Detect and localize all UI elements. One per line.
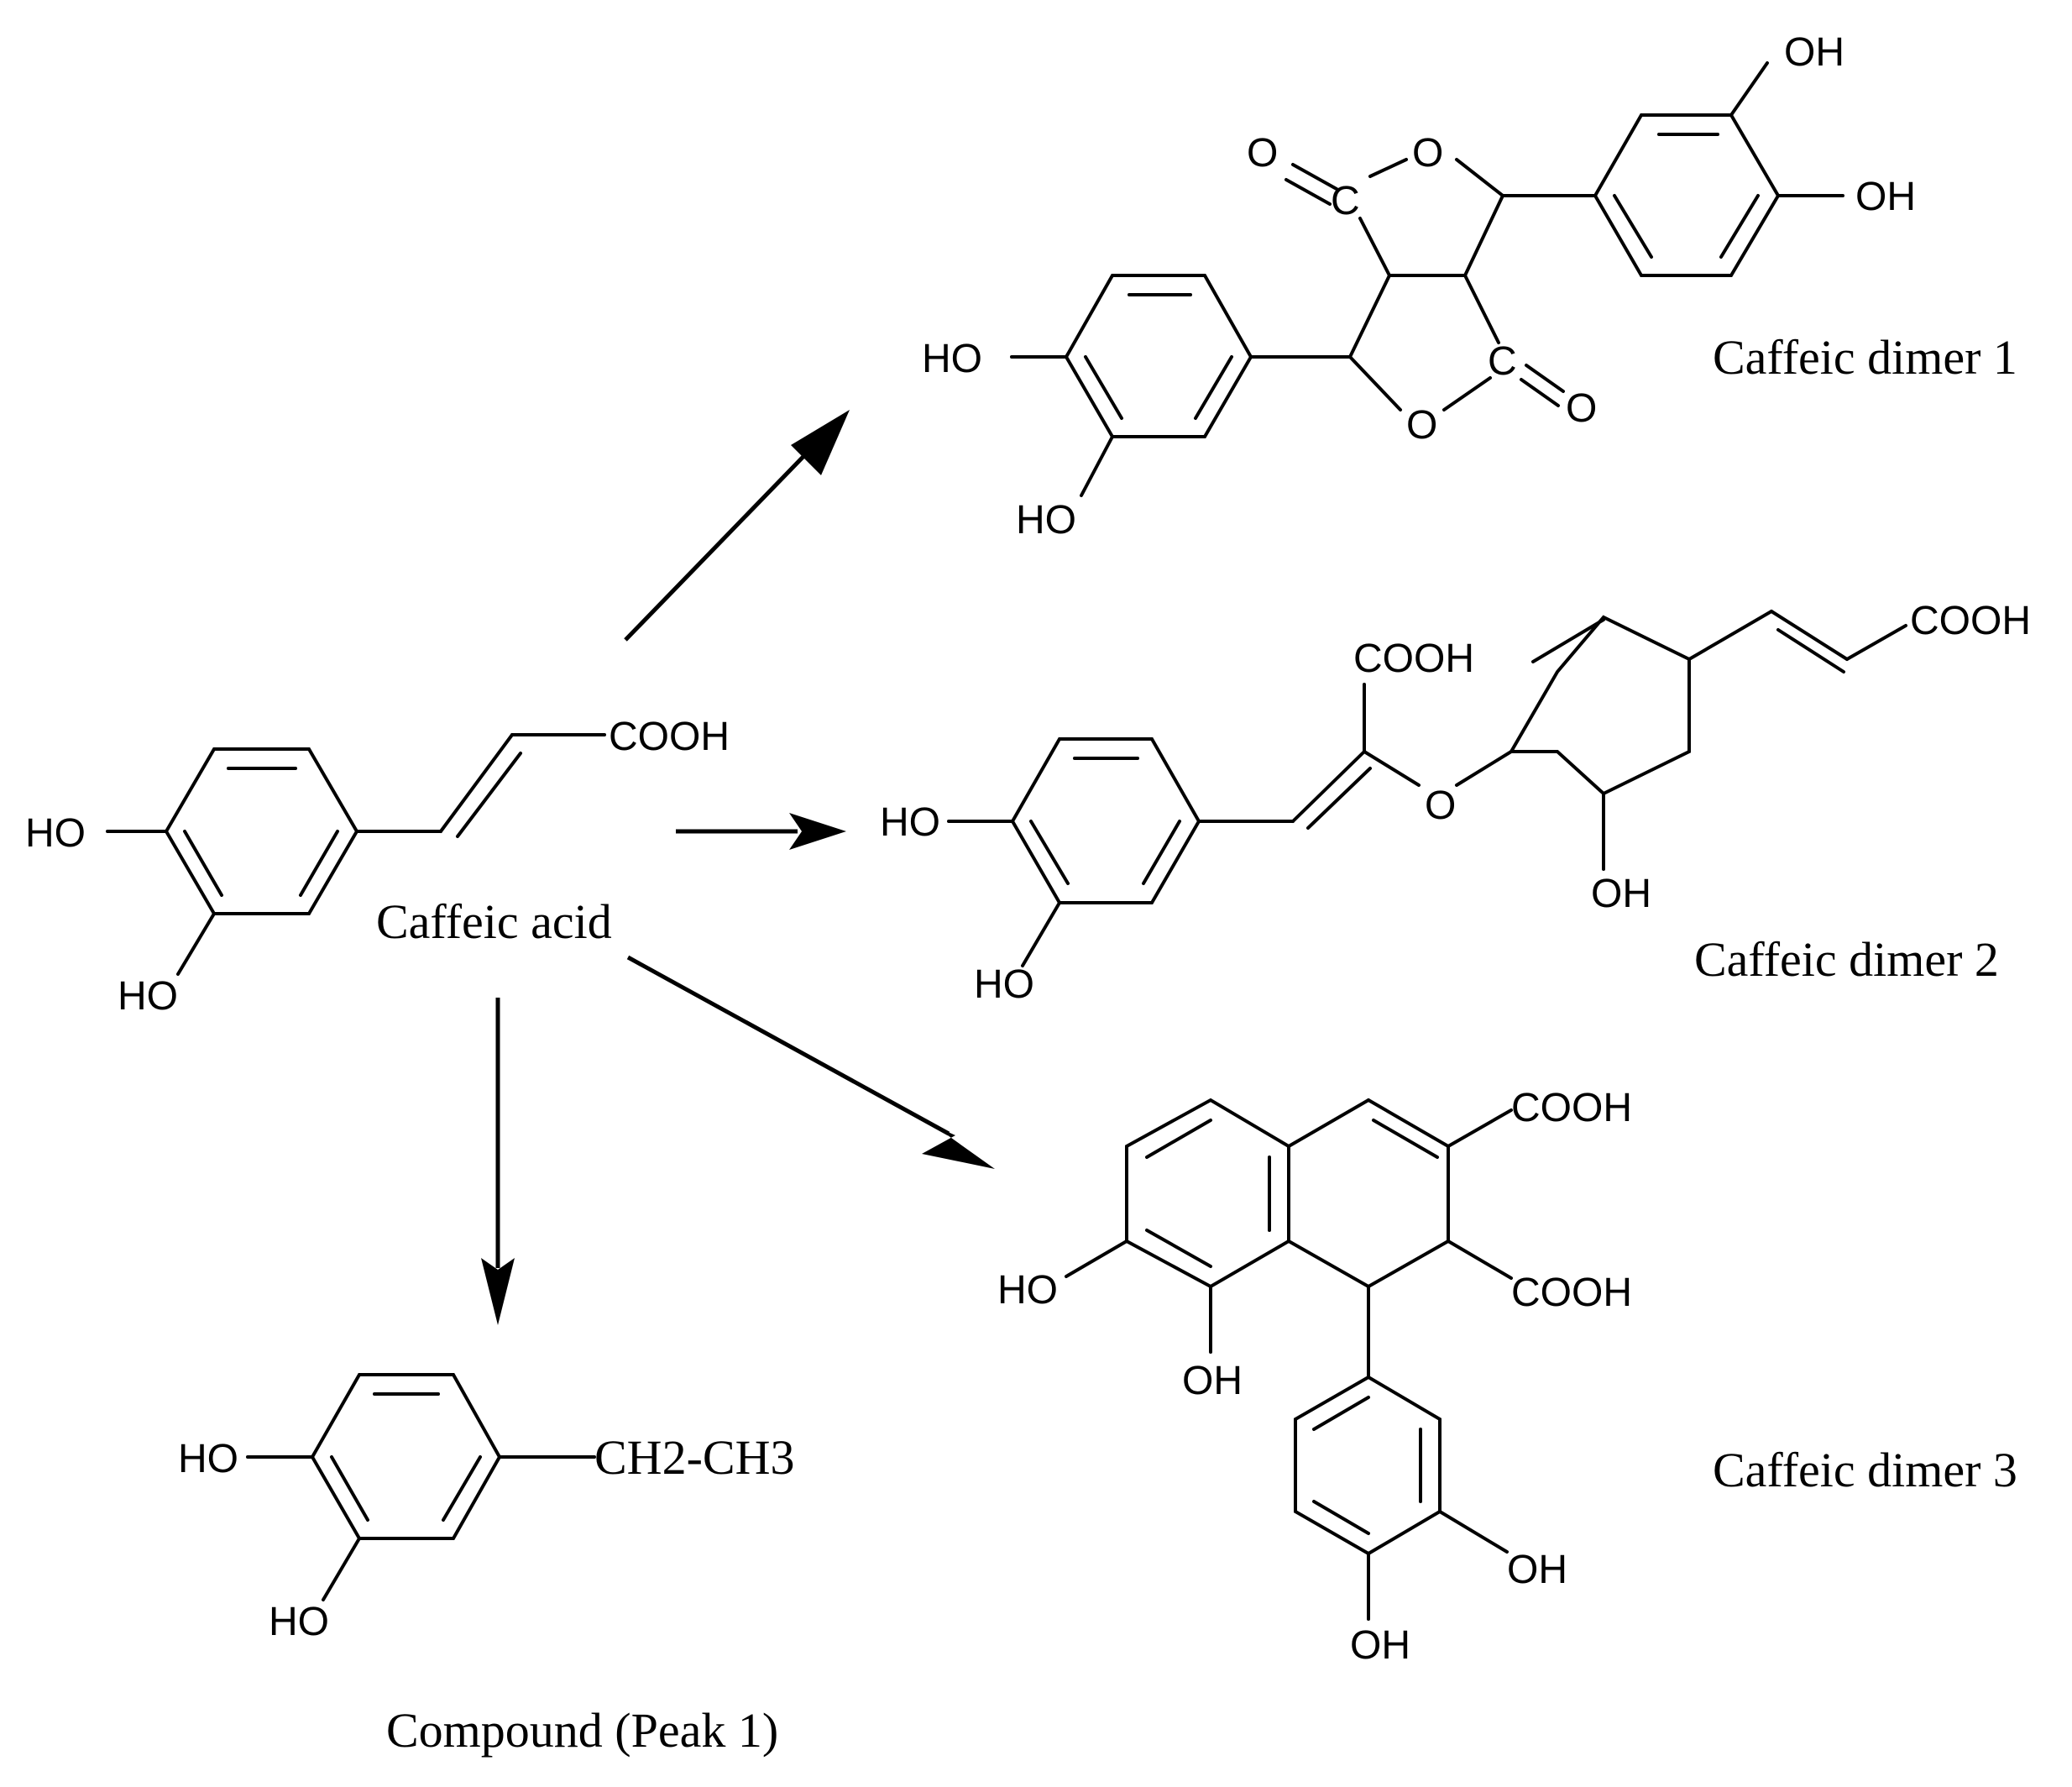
caffeic-acid-structure: HO HO COOH [25,715,730,1019]
dimer2-ether-o: O [1425,783,1456,828]
arrow-to-dimer3 [626,955,995,1169]
dimer1-carbonyl-o-1: O [1247,131,1278,176]
dimer1-oh-2: OH [1855,175,1916,219]
caffeic-acid-ho-1: HO [25,811,86,856]
caffeic-dimer-1-structure: HO HO OH OH O C O C O O [922,30,1916,542]
arrow-to-peak1 [481,998,515,1325]
arrow-to-dimer1 [624,410,850,642]
caffeic-dimer-2-structure: HO HO COOH O OH COOH [880,599,2031,1007]
peak-1-structure: HO HO CH2-CH3 [178,1373,794,1644]
peak1-ho-1: HO [178,1437,238,1481]
peak1-ho-2: HO [269,1600,329,1644]
dimer3-ho: HO [997,1268,1058,1313]
dimer3-oh-1: OH [1182,1359,1243,1403]
dimer1-ring-o-2: O [1406,403,1437,448]
caffeic-acid-ho-2: HO [118,974,178,1019]
dimer1-ho-1: HO [922,337,982,381]
peak1-side-chain: CH2-CH3 [594,1430,794,1485]
dimer2-oh: OH [1591,872,1651,916]
dimer3-oh-3: OH [1350,1623,1410,1668]
dimer3-oh-2: OH [1507,1548,1567,1592]
dimer2-ho-1: HO [880,800,940,845]
peak-1-label: Compound (Peak 1) [386,1703,778,1758]
arrow-to-dimer2 [676,813,846,850]
caffeic-dimer-1-label: Caffeic dimer 1 [1713,330,2017,385]
caffeic-dimer-2-label: Caffeic dimer 2 [1694,932,1999,987]
arrows [481,410,995,1325]
dimer1-carbon-1: C [1331,179,1360,223]
dimer1-ring-o-1: O [1412,131,1443,176]
dimer3-cooh-2: COOH [1511,1271,1632,1315]
caffeic-acid-label: Caffeic acid [376,894,612,949]
dimer1-ho-2: HO [1016,498,1076,542]
dimer1-carbonyl-o-2: O [1566,386,1597,431]
dimer2-cooh-1: COOH [1353,637,1474,681]
caffeic-dimer-3-structure: COOH COOH HO OH OH OH [997,1086,1632,1668]
caffeic-acid-cooh: COOH [609,715,730,759]
dimer3-cooh-1: COOH [1511,1086,1632,1130]
dimer1-oh-1: OH [1784,30,1844,75]
caffeic-dimer-3-label: Caffeic dimer 3 [1713,1443,2017,1497]
dimer2-ho-2: HO [974,962,1034,1007]
dimer1-carbon-2: C [1488,339,1517,384]
dimer2-cooh-2: COOH [1910,599,2031,643]
